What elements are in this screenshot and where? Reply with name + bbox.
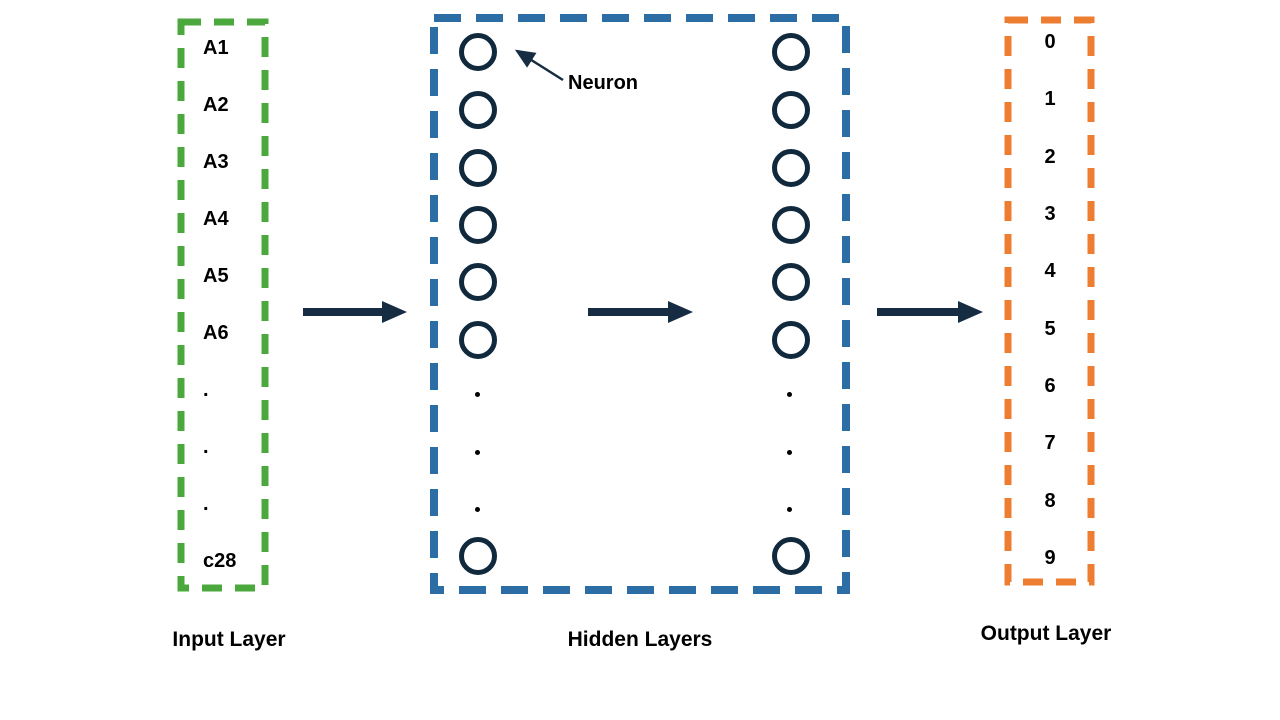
ellipsis-dot: . bbox=[203, 379, 209, 401]
neuron-circle bbox=[772, 33, 810, 71]
ellipsis-dot: . bbox=[203, 436, 209, 458]
input-item: A6 bbox=[203, 322, 229, 344]
input-item: A4 bbox=[203, 208, 229, 230]
neuron-circle bbox=[772, 263, 810, 301]
hidden-layers-box bbox=[430, 14, 850, 594]
ellipsis-dot bbox=[475, 392, 480, 397]
output-item: 0 bbox=[1044, 31, 1056, 54]
neuron-circle bbox=[459, 91, 497, 129]
ellipsis-dot bbox=[787, 507, 792, 512]
neuron-annotation-label: Neuron bbox=[568, 72, 638, 94]
output-item: 9 bbox=[1044, 546, 1056, 569]
output-item: 5 bbox=[1044, 317, 1056, 340]
output-item: 1 bbox=[1044, 88, 1056, 111]
neuron-circle bbox=[459, 537, 497, 575]
neuron-circle bbox=[772, 206, 810, 244]
input-item: A3 bbox=[203, 151, 229, 173]
neuron-circle bbox=[772, 321, 810, 359]
neuron-circle bbox=[459, 33, 497, 71]
ellipsis-dot bbox=[475, 450, 480, 455]
neuron-circle bbox=[772, 149, 810, 187]
input-layer-title: Input Layer bbox=[172, 628, 286, 651]
flow-arrow-input-to-hidden bbox=[303, 301, 407, 323]
flow-arrow-hidden-to-output bbox=[877, 301, 983, 323]
hidden-layers-title: Hidden Layers bbox=[567, 628, 713, 651]
output-item: 8 bbox=[1044, 489, 1056, 512]
neuron-circle bbox=[459, 321, 497, 359]
output-item: 2 bbox=[1044, 145, 1056, 168]
ellipsis-dot bbox=[475, 507, 480, 512]
output-item: 6 bbox=[1044, 374, 1056, 397]
ellipsis-dot bbox=[787, 392, 792, 397]
input-item: A2 bbox=[203, 94, 229, 116]
output-layer-box bbox=[1004, 16, 1095, 586]
output-layer-items: 0 1 2 3 4 5 6 7 8 9 bbox=[1008, 14, 1092, 587]
output-item: 7 bbox=[1044, 432, 1056, 455]
input-layer-items: A1 A2 A3 A4 A5 A6 . . . c28 bbox=[181, 20, 265, 590]
input-item: A1 bbox=[203, 37, 229, 59]
neuron-pointer-arrow bbox=[514, 49, 564, 82]
neuron-circle bbox=[459, 149, 497, 187]
output-item: 4 bbox=[1044, 260, 1056, 283]
neuron-circle bbox=[772, 91, 810, 129]
input-layer-box bbox=[177, 18, 269, 592]
input-item: A5 bbox=[203, 265, 229, 287]
flow-arrow-hidden-to-hidden bbox=[588, 301, 693, 323]
neuron-circle bbox=[459, 206, 497, 244]
output-layer-title: Output Layer bbox=[980, 622, 1112, 645]
ellipsis-dot: . bbox=[203, 493, 209, 515]
ellipsis-dot bbox=[787, 450, 792, 455]
output-item: 3 bbox=[1044, 203, 1056, 226]
neuron-circle bbox=[772, 537, 810, 575]
input-item: c28 bbox=[203, 550, 237, 572]
neuron-circle bbox=[459, 263, 497, 301]
